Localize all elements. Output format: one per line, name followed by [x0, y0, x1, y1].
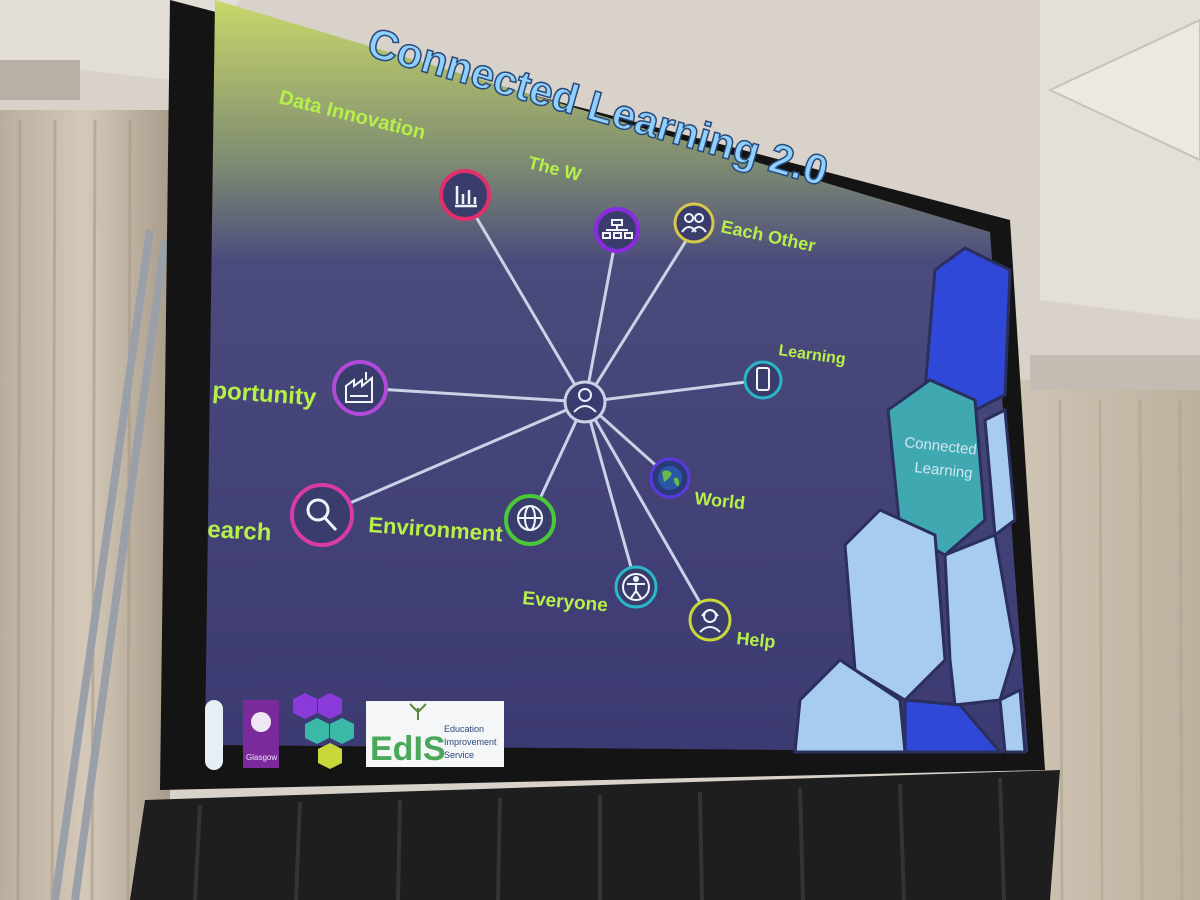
- node-label: Data Innovation: [277, 87, 428, 145]
- node-research: earch: [207, 483, 354, 547]
- node-everyone: Everyone: [522, 565, 658, 616]
- edis-line1: Education: [444, 724, 484, 734]
- node-help: Help: [688, 598, 777, 652]
- node-world: World: [649, 457, 746, 513]
- left-curtain: [0, 110, 170, 900]
- sitemap-icon: [602, 219, 633, 239]
- magnifier-icon: [306, 498, 338, 532]
- node-label: Everyone: [522, 588, 609, 616]
- center-node: [563, 380, 607, 424]
- bar-chart-icon: [455, 186, 477, 208]
- people-icon: [681, 213, 707, 233]
- node-each-other: Each Other: [673, 202, 817, 256]
- node-data-innovation: Data Innovation: [277, 87, 491, 221]
- hex-label-line1: Connected: [904, 434, 978, 458]
- edis-logo: EdIS Education Improvement Service: [366, 701, 504, 768]
- hex-logo: [293, 693, 354, 769]
- node-label: earch: [207, 516, 272, 546]
- edis-text: EdIS: [370, 730, 446, 768]
- glasgow-text: Glasgow: [246, 753, 277, 762]
- factory-icon: [345, 372, 373, 403]
- node-label: The W: [526, 152, 583, 184]
- glasgow-logo: Glasgow: [243, 700, 279, 768]
- hex-label-line2: Learning: [914, 459, 974, 482]
- globe-grid-icon: [517, 505, 543, 531]
- node-label: World: [694, 488, 746, 513]
- accessibility-icon: [622, 573, 650, 601]
- node-label: portunity: [212, 377, 318, 411]
- node-opportunity: portunity: [212, 360, 388, 416]
- ladder: [51, 229, 169, 900]
- headset-icon: [699, 609, 721, 633]
- person-icon: [573, 388, 597, 413]
- node-label: Learning: [777, 342, 846, 368]
- node-the-w: The W: [526, 152, 640, 253]
- node-environment: Environment: [368, 494, 556, 546]
- node-label: Environment: [368, 512, 505, 546]
- node-learning: Learning: [743, 342, 847, 400]
- node-label: Each Other: [719, 216, 817, 256]
- edis-line2: Improvement: [444, 737, 497, 747]
- slide: [205, 0, 1028, 752]
- stage-skirt: [130, 770, 1060, 900]
- edis-line3: Service: [444, 750, 474, 760]
- partial-logo-left: [205, 700, 223, 770]
- node-label: Help: [736, 628, 777, 652]
- tree-icon: [409, 703, 427, 720]
- slide-title: Connected Learning 2.0: [363, 18, 834, 194]
- phone-icon: [756, 367, 770, 391]
- globe-icon: [658, 466, 682, 490]
